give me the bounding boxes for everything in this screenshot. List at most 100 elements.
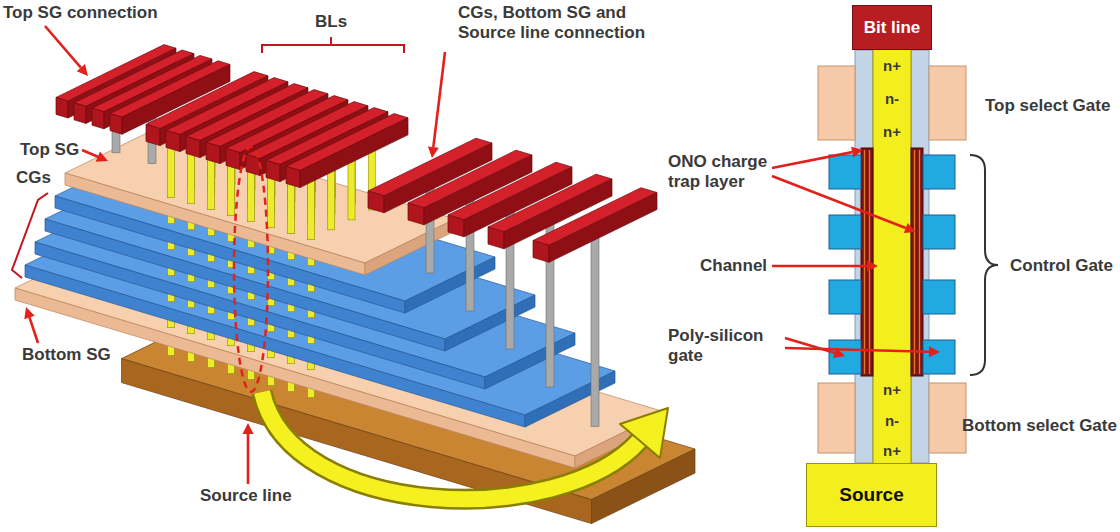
bit-line-bar bbox=[186, 136, 200, 157]
leader-arrow bbox=[82, 150, 98, 157]
control-gate-plate bbox=[485, 333, 575, 389]
node-text: Source bbox=[839, 484, 903, 506]
callout-label: Bottom select Gate bbox=[962, 416, 1117, 436]
bit-line-bar bbox=[226, 148, 240, 169]
select-gate-block bbox=[929, 383, 966, 453]
channel-pillar bbox=[308, 177, 315, 240]
select-gate-block bbox=[818, 66, 855, 140]
bit-line-bar bbox=[266, 160, 280, 181]
select-gate-block bbox=[818, 383, 855, 453]
gate-connection-bar bbox=[408, 203, 424, 225]
doping-label: n- bbox=[873, 90, 911, 108]
ono-stripe bbox=[864, 150, 865, 374]
callout-label: CGs, Bottom SG and Source line connectio… bbox=[458, 3, 668, 44]
control-gate-block bbox=[829, 215, 861, 249]
leader-arrow bbox=[247, 434, 250, 484]
callout-label: CGs bbox=[16, 168, 51, 188]
leader-arrow-head bbox=[24, 307, 34, 319]
control-gate-block bbox=[923, 340, 955, 374]
leader-arrow-head bbox=[96, 152, 108, 162]
bit-line-bar bbox=[300, 118, 408, 188]
gate-connection-bar bbox=[448, 215, 464, 237]
doping-label: n+ bbox=[873, 123, 911, 141]
callout-label: Top SG connection bbox=[3, 3, 158, 23]
gate-oxide-liner bbox=[911, 50, 929, 463]
top-sg-connection-bar bbox=[56, 97, 68, 118]
top-select-gate-plate bbox=[365, 219, 455, 275]
leader-arrow-head bbox=[867, 261, 878, 272]
top-sg-connection-bar bbox=[74, 103, 86, 124]
ono-stripe bbox=[919, 150, 920, 374]
leader-arrow-head bbox=[851, 147, 863, 158]
leader-arrow-head bbox=[929, 346, 940, 357]
leader-arrow bbox=[433, 52, 445, 147]
source-box: Source bbox=[806, 463, 937, 527]
bracket bbox=[262, 45, 404, 53]
callout-label: Source line bbox=[200, 486, 292, 506]
gate-connection-bar bbox=[533, 241, 549, 263]
bracket bbox=[330, 37, 332, 45]
control-gate-block bbox=[923, 155, 955, 189]
control-gate-block bbox=[829, 340, 861, 374]
top-sg-connection-bar bbox=[110, 114, 122, 135]
bit-line-bar bbox=[206, 142, 220, 163]
bit-line-box: Bit line bbox=[852, 5, 932, 50]
select-gate-block bbox=[929, 66, 966, 140]
doping-label: n+ bbox=[873, 381, 911, 399]
zoom-arrow-head bbox=[620, 408, 668, 458]
node-text: Bit line bbox=[864, 18, 921, 38]
gate-connection-bar bbox=[488, 227, 504, 249]
highlight-ellipse bbox=[234, 147, 268, 392]
control-gate-plate bbox=[405, 257, 495, 313]
channel-pillar bbox=[873, 48, 911, 465]
callout-label: ONO charge trap layer bbox=[668, 152, 783, 193]
callout-label: BLs bbox=[315, 12, 347, 32]
control-gate-block bbox=[923, 215, 955, 249]
callout-label: Channel bbox=[700, 256, 767, 276]
leader-arrow bbox=[45, 26, 81, 68]
ono-layer bbox=[911, 148, 923, 376]
bit-line-bar bbox=[166, 130, 180, 151]
string-cross-section bbox=[818, 48, 966, 465]
gate-connection-bar bbox=[368, 191, 384, 213]
leader-arrow-head bbox=[77, 64, 88, 76]
gate-connection-bar bbox=[549, 193, 657, 263]
leader-arrow bbox=[785, 348, 929, 352]
doping-label: n- bbox=[873, 412, 911, 430]
leader-arrow bbox=[772, 176, 906, 228]
bit-line-bar bbox=[146, 124, 160, 145]
contact-pillar bbox=[591, 234, 599, 427]
leader-arrow bbox=[29, 317, 38, 343]
bracket bbox=[12, 193, 48, 278]
callout-label: Top select Gate bbox=[985, 96, 1110, 116]
channel-pillar bbox=[348, 157, 355, 220]
ono-stripe bbox=[914, 150, 915, 374]
brace bbox=[970, 155, 998, 375]
leader-arrow bbox=[785, 338, 834, 353]
control-gate-plate bbox=[445, 295, 535, 351]
control-gate-block bbox=[923, 280, 955, 314]
leader-arrow-head bbox=[904, 223, 916, 233]
bit-line-bar bbox=[286, 166, 300, 187]
bit-line-bar bbox=[246, 154, 260, 175]
leader-arrow bbox=[772, 265, 867, 268]
doping-label: n+ bbox=[873, 442, 911, 460]
annotations bbox=[12, 26, 998, 499]
control-gate-block bbox=[829, 155, 861, 189]
leader-arrow bbox=[772, 152, 852, 168]
leader-arrow-head bbox=[428, 146, 439, 158]
callout-label: Control Gate bbox=[1010, 256, 1113, 276]
callout-label: Top SG bbox=[20, 140, 79, 160]
top-sg-connection-bar bbox=[92, 108, 104, 129]
zoom-arrow bbox=[262, 392, 640, 499]
zoom-arrow bbox=[262, 392, 640, 499]
gate-oxide-liner bbox=[855, 50, 873, 463]
nand-3d-view bbox=[15, 45, 695, 524]
control-gate-plate bbox=[525, 371, 615, 427]
callout-label: Bottom SG bbox=[22, 345, 111, 365]
callout-label: Poly-silicon gate bbox=[668, 326, 783, 367]
